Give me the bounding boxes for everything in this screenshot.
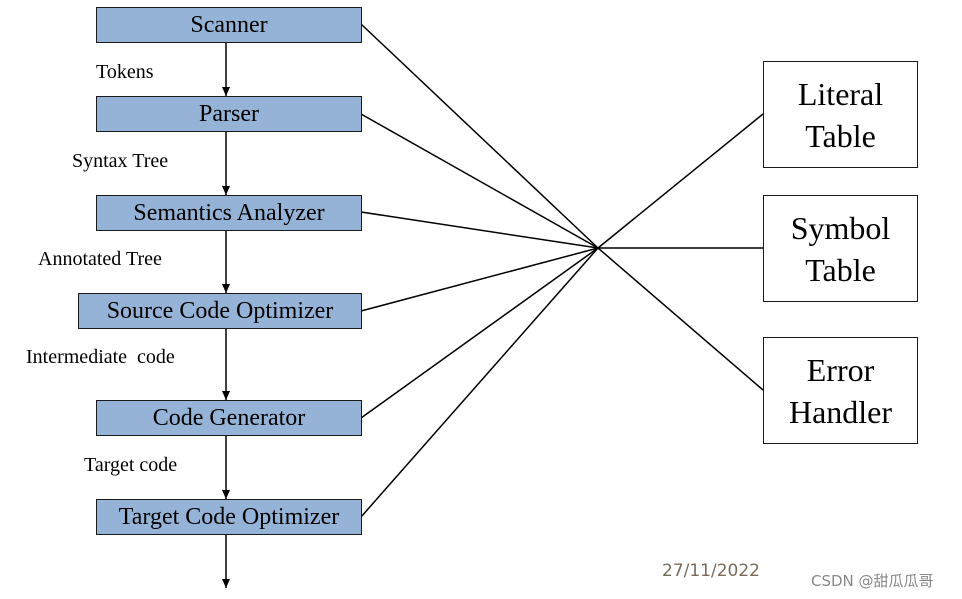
literal-table-box: Literal Table (763, 61, 918, 168)
phase-box-parser: Parser (96, 96, 362, 132)
link-parser-hub (360, 113, 599, 249)
edge-label-tokens: Tokens (96, 61, 154, 83)
phase-label-source-code-optimizer: Source Code Optimizer (106, 297, 334, 324)
edge-label-annotated-tree: Annotated Tree (38, 248, 162, 270)
phase-box-scanner: Scanner (96, 7, 362, 43)
edge-label-target-code: Target code (84, 454, 178, 476)
phase-label-target-code-optimizer: Target Code Optimizer (118, 503, 340, 530)
footer-date: 27/11/2022 (662, 561, 760, 581)
phase-label-code-generator: Code Generator (152, 404, 306, 431)
error-handler-box: Error Handler (763, 337, 918, 444)
phase-box-code-generator: Code Generator (96, 400, 362, 436)
footer-watermark: CSDN @甜瓜瓜哥 (811, 572, 934, 590)
literal-table-line2: Table (805, 117, 876, 154)
symbol-table-box: Symbol Table (763, 195, 918, 302)
edge-label-syntax-tree: Syntax Tree (72, 150, 169, 172)
symbol-table-line2: Table (805, 251, 876, 288)
phase-box-target-code-optimizer: Target Code Optimizer (96, 499, 362, 535)
link-scanner-hub (360, 23, 599, 249)
link-hub-error-handler (597, 247, 764, 391)
link-source-optimizer-hub (360, 247, 599, 312)
phase-label-parser: Parser (199, 100, 259, 127)
literal-table-line1: Literal (797, 75, 884, 112)
edge-label-intermediate-code: Intermediate code (26, 346, 175, 368)
phase-box-semantics-analyzer: Semantics Analyzer (96, 195, 362, 231)
link-target-optimizer-hub (360, 247, 599, 518)
link-code-generator-hub (360, 247, 599, 419)
error-handler-line1: Error (806, 351, 875, 388)
symbol-table-line1: Symbol (790, 209, 891, 246)
link-hub-literal-table (597, 113, 764, 249)
phase-box-source-code-optimizer: Source Code Optimizer (78, 293, 362, 329)
phase-label-semantics-analyzer: Semantics Analyzer (133, 199, 325, 226)
error-handler-line2: Handler (788, 393, 893, 430)
link-semantics-hub (360, 211, 599, 249)
phase-label-scanner: Scanner (190, 11, 268, 38)
